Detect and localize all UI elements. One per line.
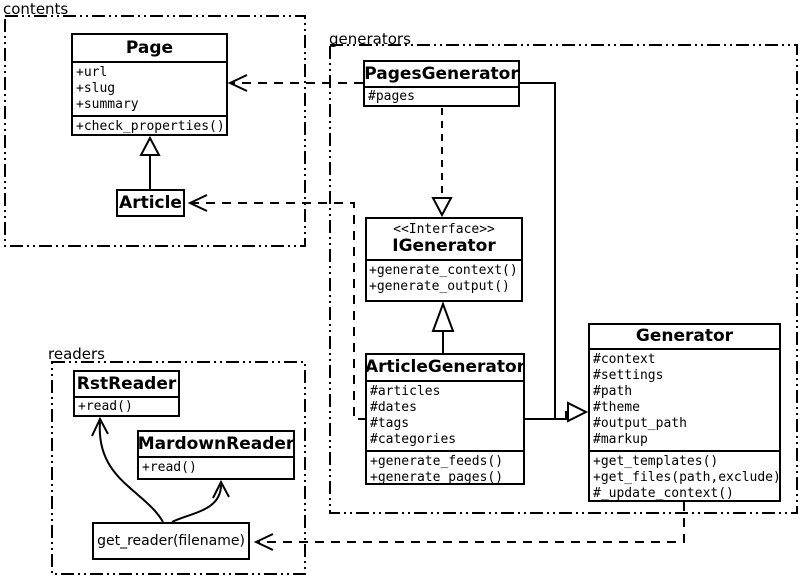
attribute: #path <box>593 384 633 399</box>
methods-generator: +get_templates() +get_files(path,exclude… <box>590 450 781 504</box>
class-name-article: Article <box>119 192 182 213</box>
class-box-mardownreader: MardownReader +read() <box>137 430 295 480</box>
class-box-page: Page +url +slug +summary +check_properti… <box>71 33 228 136</box>
dependency-articlegenerator-to-article <box>187 194 367 420</box>
class-box-rstreader: RstReader +read() <box>73 370 180 417</box>
generalization-articlegenerator-to-igenerator <box>431 301 455 353</box>
attribute: +summary <box>76 97 139 112</box>
association-getreader-to-rstreader <box>91 416 164 523</box>
package-frame-contents <box>4 15 306 247</box>
realization-pagesgenerator-to-igenerator <box>431 108 453 218</box>
method: #_update_context() <box>593 486 734 501</box>
dependency-pagesgenerator-to-page <box>227 74 363 92</box>
association-getreader-to-mardownreader <box>171 479 230 523</box>
class-name-mardownreader: MardownReader <box>137 433 295 454</box>
package-frame-generators <box>329 44 798 514</box>
attributes-generator: #context #settings #path #theme #output_… <box>590 348 779 450</box>
attribute: +slug <box>76 81 116 96</box>
package-label-generators: generators <box>329 30 411 48</box>
class-name-igenerator: IGenerator <box>392 236 496 256</box>
attribute: #theme <box>593 400 640 415</box>
attribute: #context <box>593 352 656 367</box>
attribute: #markup <box>593 432 648 447</box>
stereotype-interface: <<Interface>> <box>393 222 495 237</box>
attribute: #output_path <box>593 416 687 431</box>
class-box-articlegenerator: ArticleGenerator #articles #dates #tags … <box>365 353 525 485</box>
attribute: +url <box>76 65 108 80</box>
attributes-page: +url +slug +summary <box>73 61 226 115</box>
attributes-pagesgenerator: #pages <box>365 86 518 106</box>
methods-igenerator: +generate_context() +generate_output() <box>367 259 521 297</box>
function-box-get-reader: get_reader(filename) <box>92 522 250 560</box>
method: +get_files(path,exclude) <box>593 470 781 485</box>
methods-articlegenerator: +generate_feeds() +generate_pages() <box>367 450 523 488</box>
attribute: #categories <box>370 432 457 447</box>
class-name-pagesgenerator: PagesGenerator <box>364 63 519 84</box>
class-name-generator: Generator <box>635 326 734 346</box>
generalization-generators-to-generator <box>520 82 589 423</box>
package-frame-readers <box>51 361 306 575</box>
class-box-article: Article <box>116 189 185 217</box>
method: +generate_pages() <box>370 470 504 485</box>
class-name-articlegenerator: ArticleGenerator <box>364 357 526 377</box>
function-name-get-reader: get_reader(filename) <box>97 533 245 549</box>
attribute: #tags <box>370 416 410 431</box>
methods-rstreader: +read() <box>75 396 178 416</box>
attribute: #settings <box>593 368 664 383</box>
class-name-page: Page <box>125 37 174 58</box>
attribute: #dates <box>370 400 417 415</box>
package-label-readers: readers <box>48 345 105 363</box>
class-box-igenerator: <<Interface>> IGenerator +generate_conte… <box>365 217 523 302</box>
attributes-articlegenerator: #articles #dates #tags #categories <box>367 380 523 450</box>
class-box-pagesgenerator: PagesGenerator #pages <box>363 60 520 107</box>
attribute: #pages <box>368 89 415 104</box>
method: +get_templates() <box>593 454 719 469</box>
attribute: #articles <box>370 384 441 399</box>
method: +generate_output() <box>369 279 510 294</box>
class-title-igenerator: <<Interface>> IGenerator <box>367 219 521 259</box>
method: +generate_feeds() <box>370 454 504 469</box>
class-box-generator: Generator #context #settings #path #them… <box>588 323 781 502</box>
method: +read() <box>78 399 133 414</box>
package-label-contents: contents <box>3 0 69 18</box>
method: +read() <box>142 460 197 475</box>
generalization-article-to-page <box>139 135 161 189</box>
methods-mardownreader: +read() <box>139 456 293 478</box>
method: +generate_context() <box>369 263 518 278</box>
method: +check_properties() <box>76 119 225 134</box>
methods-page: +check_properties() <box>73 115 226 137</box>
class-name-rstreader: RstReader <box>76 373 177 394</box>
dependency-generator-to-getreader <box>253 502 685 551</box>
